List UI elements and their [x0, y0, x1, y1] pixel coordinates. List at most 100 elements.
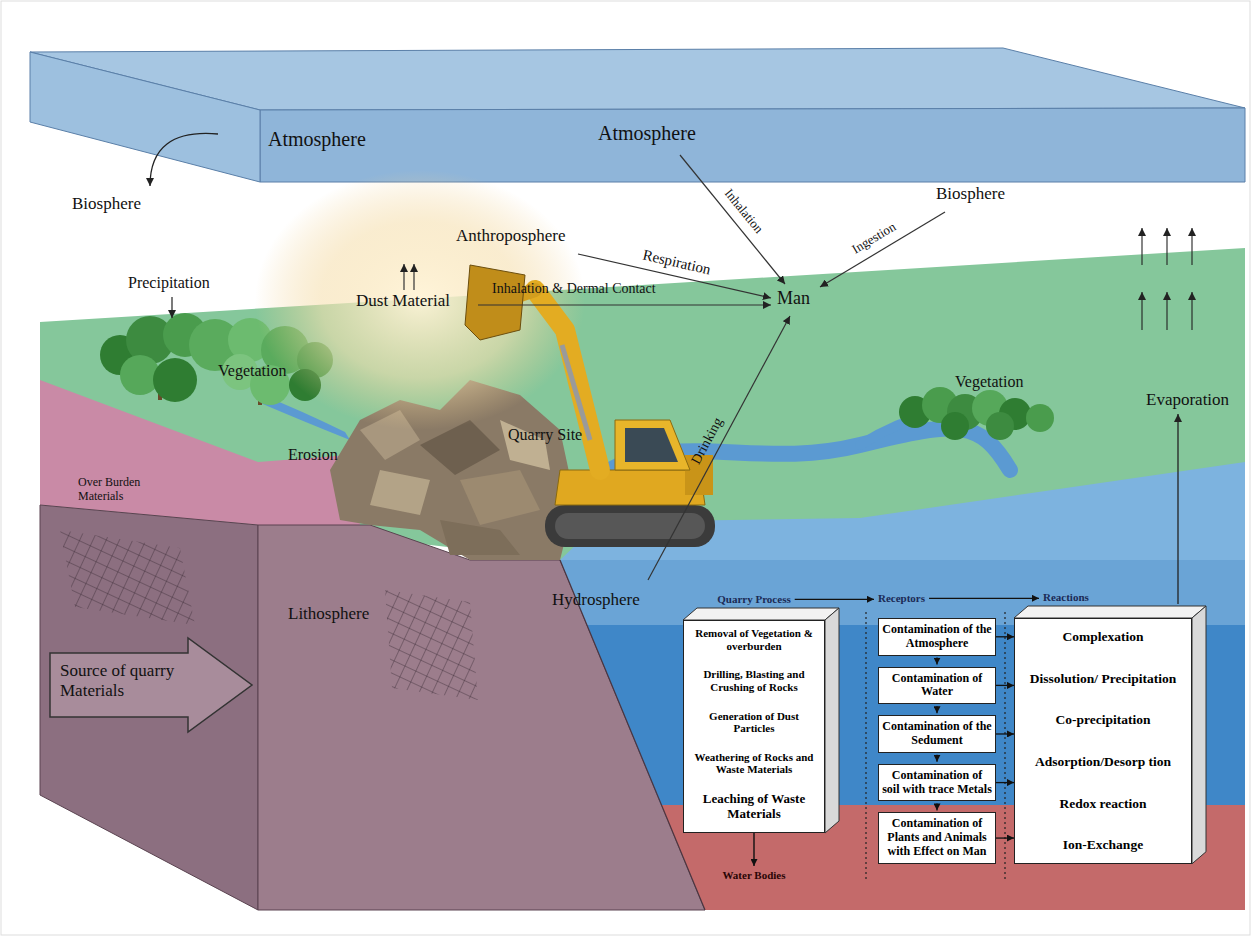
arrow-text: Source of quarry Materials	[60, 661, 210, 700]
vapour-arrow	[1141, 292, 1142, 330]
flow-arrow	[996, 837, 1014, 838]
sphere-label: Biosphere	[936, 184, 1005, 204]
rock	[440, 520, 520, 555]
step-text: Dissolution/ Precipitation	[1021, 671, 1185, 687]
process-label: Evaporation	[1146, 390, 1229, 410]
excavator-body	[555, 470, 705, 505]
column-heading: Receptors	[878, 592, 925, 605]
step-text: Removal of Vegetation & overburden	[688, 627, 820, 652]
step-text: Redox reaction	[1021, 796, 1185, 812]
box-top-face	[683, 608, 839, 620]
tree-crown	[986, 412, 1014, 440]
receptor-label: Man	[777, 288, 810, 309]
step-text: Weathering of Rocks and Waste Materials	[688, 751, 820, 776]
feature-label: Vegetation	[218, 362, 286, 380]
excavator	[465, 265, 715, 547]
heading-arrow	[795, 599, 874, 600]
sphere-label: Anthroposphere	[456, 226, 566, 246]
flow-arrow	[996, 733, 1014, 734]
excavator-bucket	[465, 265, 525, 340]
flow-arrow	[996, 685, 1014, 686]
hydraulic-cylinder	[562, 345, 590, 440]
tree-crown	[153, 358, 197, 402]
vapour-arrow	[1166, 228, 1167, 265]
pathway-line	[478, 304, 771, 305]
atmosphere-slab-side	[30, 52, 260, 182]
receptor-box: Contamination of Water	[878, 667, 996, 705]
excavator-cab	[615, 420, 690, 470]
process-step: Ion-Exchange	[1021, 837, 1185, 853]
precipitation-arrow	[171, 297, 172, 318]
tree-crown	[1026, 404, 1054, 432]
vapour-arrow	[1141, 228, 1142, 265]
receptor-text: Contamination of the Sedument	[882, 720, 992, 748]
step-text: Drilling, Blasting and Crushing of Rocks	[688, 668, 820, 693]
receptor-box: Contamination of soil with trace Metals	[878, 764, 996, 802]
process-step: Dissolution/ Precipitation	[1021, 671, 1185, 687]
column-heading: Quarry Process	[717, 593, 790, 606]
box-side-face	[1192, 606, 1206, 864]
step-text: Leaching of Waste Materials	[688, 792, 820, 822]
pathway-label: Drinking	[688, 415, 726, 467]
receptor-box: Contamination of the Atmosphere	[878, 618, 996, 656]
lithosphere-side	[40, 505, 258, 910]
sphere-label: Atmosphere	[598, 122, 696, 145]
process-step: Drilling, Blasting and Crushing of Rocks	[688, 668, 820, 693]
overburden-layer	[40, 380, 360, 525]
receptor-text: Contamination of the Atmosphere	[882, 623, 992, 651]
pathway-line	[648, 316, 790, 580]
sphere-label: Hydrosphere	[552, 590, 640, 610]
receptor-text: Contamination of Water	[882, 672, 992, 700]
pathway-label: Inhalation & Dermal Contact	[492, 281, 656, 297]
process-label: Precipitation	[128, 274, 210, 292]
dust-rise-arrow	[403, 264, 404, 290]
water-layer	[560, 560, 1245, 625]
process-step: Redox reaction	[1021, 796, 1185, 812]
excavator-track	[545, 505, 715, 547]
sphere-label: Atmosphere	[268, 128, 366, 151]
rock	[370, 470, 430, 515]
evaporation-arrow	[1177, 414, 1178, 604]
dust-rise-arrow	[413, 264, 414, 290]
rock	[460, 470, 540, 525]
reactions-box: ReactionsComplexationDissolution/ Precip…	[1014, 618, 1192, 864]
process-step: Co-precipitation	[1021, 712, 1185, 728]
process-step: Removal of Vegetation & overburden	[688, 627, 820, 652]
box-side-face	[825, 608, 839, 833]
step-text: Co-precipitation	[1021, 712, 1185, 728]
process-step: Complexation	[1021, 629, 1185, 645]
flow-arrow	[996, 782, 1014, 783]
sphere-label: Biosphere	[72, 194, 141, 214]
pathway-line	[820, 212, 945, 287]
pathway-label: Ingestion	[849, 219, 898, 257]
process-step: Leaching of Waste Materials	[688, 792, 820, 822]
dotted-separator	[865, 612, 866, 880]
flow-arrow	[936, 803, 937, 810]
land-surface	[40, 248, 1245, 560]
heading-arrow	[929, 598, 1039, 599]
receptor-box: Contamination of Plants and Animals with…	[878, 812, 996, 863]
process-label: Erosion	[288, 446, 338, 464]
step-text: Ion-Exchange	[1021, 837, 1185, 853]
vapour-arrow	[1191, 228, 1192, 265]
vapour-arrow	[1166, 292, 1167, 330]
arrow-shape	[50, 638, 252, 732]
vegetation-right	[899, 387, 1054, 440]
rock-hatching	[60, 530, 195, 625]
flow-arrow	[996, 636, 1014, 637]
receptor-box: Contamination of the Sedument	[878, 715, 996, 753]
column-heading: Reactions	[1043, 591, 1089, 604]
receptor-text: Contamination of soil with trace Metals	[882, 769, 992, 797]
source-arrow: Source of quarry Materials	[48, 636, 254, 734]
step-text: Adsorption/Desorp tion	[1021, 754, 1185, 770]
tree-crown	[941, 412, 969, 440]
flow-arrow	[936, 755, 937, 762]
source-label: Dust Material	[356, 291, 450, 311]
pathway-label: Inhalation	[721, 186, 766, 236]
box-top-face	[1014, 606, 1206, 618]
pathway-label: Respiration	[641, 247, 712, 279]
process-step: Adsorption/Desorp tion	[1021, 754, 1185, 770]
dotted-separator	[1004, 612, 1005, 882]
